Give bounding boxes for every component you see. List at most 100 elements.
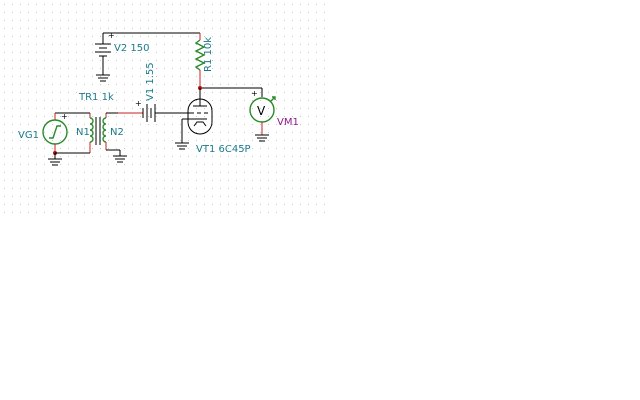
transformer-tr1[interactable]: TR1 1k N1 N2 <box>76 92 127 163</box>
grid-dot <box>292 100 293 101</box>
grid-dot <box>308 140 309 141</box>
grid-dot <box>172 52 173 53</box>
grid-dot <box>12 100 13 101</box>
grid-dot <box>44 172 45 173</box>
grid-dot <box>148 36 149 37</box>
grid-dot <box>76 116 77 117</box>
grid-dot <box>252 36 253 37</box>
grid-dot <box>84 148 85 149</box>
grid-dot <box>12 12 13 13</box>
grid-dot <box>292 60 293 61</box>
grid-dot <box>252 52 253 53</box>
grid-dot <box>68 188 69 189</box>
grid-dot <box>116 100 117 101</box>
grid-dot <box>276 116 277 117</box>
grid-dot <box>180 76 181 77</box>
grid-dot <box>316 100 317 101</box>
grid-dot <box>300 116 301 117</box>
grid-dot <box>308 76 309 77</box>
grid-dot <box>92 108 93 109</box>
grid-dot <box>36 124 37 125</box>
grid-dot <box>140 132 141 133</box>
grid-dot <box>316 44 317 45</box>
grid-dot <box>4 44 5 45</box>
grid-dot <box>28 132 29 133</box>
grid-dot <box>196 188 197 189</box>
grid-dot <box>20 124 21 125</box>
grid-dot <box>260 36 261 37</box>
grid-dot <box>204 28 205 29</box>
grid-dot <box>76 36 77 37</box>
grid-dot <box>28 124 29 125</box>
grid-dot <box>20 140 21 141</box>
grid-dot <box>156 148 157 149</box>
grid-dot <box>252 84 253 85</box>
grid-dot <box>276 92 277 93</box>
grid-dot <box>260 4 261 5</box>
grid-dot <box>300 156 301 157</box>
grid-dot <box>300 196 301 197</box>
grid-dot <box>116 28 117 29</box>
grid-dot <box>196 156 197 157</box>
grid-dot <box>84 212 85 213</box>
generator-vg1[interactable]: + VG1 <box>18 112 90 166</box>
grid-dot <box>132 36 133 37</box>
grid-dot <box>324 20 325 21</box>
grid-dot <box>196 180 197 181</box>
grid-dot <box>28 172 29 173</box>
grid-dot <box>212 20 213 21</box>
grid-dot <box>284 36 285 37</box>
grid-dot <box>20 100 21 101</box>
triode-vt1[interactable]: VT1 6C45P <box>160 88 251 155</box>
grid-dot <box>68 60 69 61</box>
grid-dot <box>100 76 101 77</box>
grid-dot <box>260 172 261 173</box>
battery-v1[interactable]: + V1 1.55 <box>118 62 160 122</box>
grid-dot <box>92 76 93 77</box>
grid-dot <box>236 44 237 45</box>
grid-dot <box>244 132 245 133</box>
grid-dot <box>140 84 141 85</box>
grid-dot <box>164 148 165 149</box>
grid-dot <box>92 52 93 53</box>
grid-dot <box>244 140 245 141</box>
voltmeter-vm1[interactable]: V + VM1 <box>249 89 299 142</box>
grid-dot <box>132 124 133 125</box>
grid-dot <box>316 12 317 13</box>
grid-dot <box>156 100 157 101</box>
grid-dot <box>292 164 293 165</box>
grid-dot <box>308 68 309 69</box>
grid-dot <box>100 204 101 205</box>
grid-dot <box>100 92 101 93</box>
grid-dot <box>164 172 165 173</box>
grid-dot <box>236 148 237 149</box>
grid-dot <box>260 68 261 69</box>
grid-dot <box>220 36 221 37</box>
grid-dot <box>188 140 189 141</box>
grid-dot <box>228 108 229 109</box>
grid-dot <box>60 20 61 21</box>
grid-dot <box>52 132 53 133</box>
grid-dot <box>220 20 221 21</box>
grid-dot <box>20 164 21 165</box>
grid-dot <box>108 164 109 165</box>
grid-dot <box>292 44 293 45</box>
grid-dot <box>268 36 269 37</box>
grid-dot <box>324 148 325 149</box>
grid-dot <box>76 180 77 181</box>
grid-dot <box>132 116 133 117</box>
resistor-r1[interactable]: R1 10k <box>194 33 214 88</box>
grid-dot <box>36 76 37 77</box>
grid-dot <box>124 100 125 101</box>
grid-dot <box>164 180 165 181</box>
grid-dot <box>100 12 101 13</box>
grid-dot <box>76 52 77 53</box>
grid-dot <box>28 84 29 85</box>
grid-dot <box>220 92 221 93</box>
grid-dot <box>188 76 189 77</box>
battery-v2[interactable]: + V2 150 <box>95 31 149 82</box>
grid-dot <box>164 20 165 21</box>
grid-dot <box>172 60 173 61</box>
grid-dot <box>28 28 29 29</box>
